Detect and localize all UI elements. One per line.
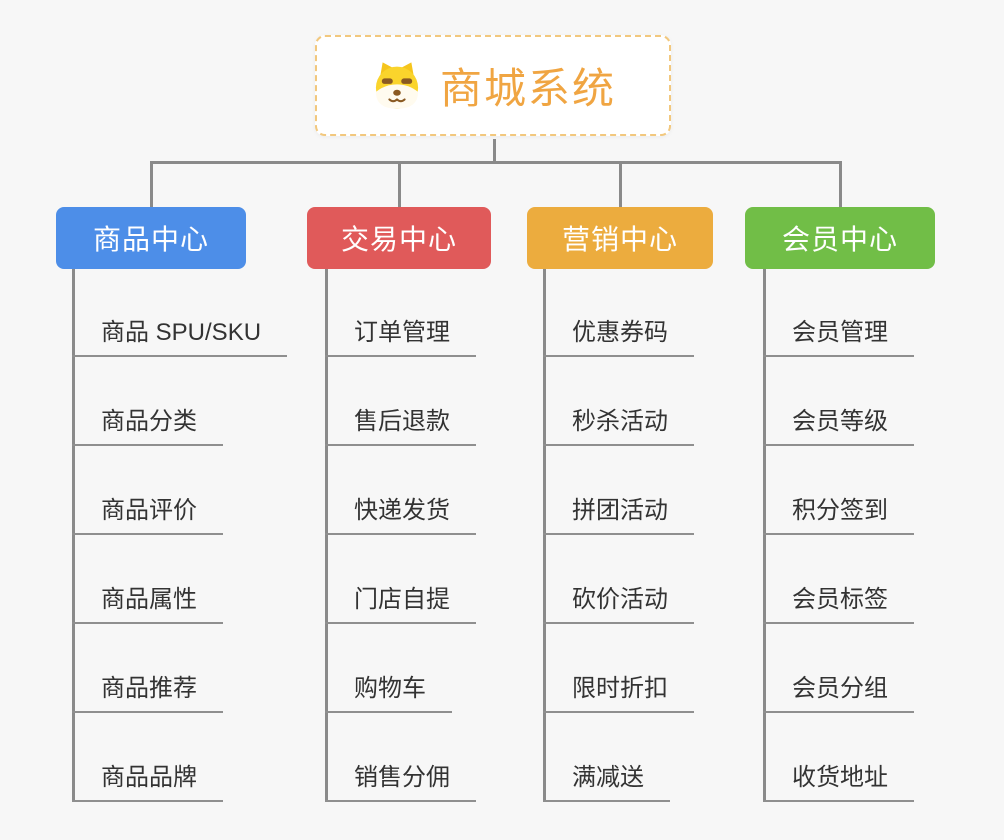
topic-node[interactable]: 积分签到 (763, 489, 914, 535)
branch-spine-connector-2 (325, 269, 328, 802)
branch-spine-connector-1 (72, 269, 75, 802)
topic-node[interactable]: 门店自提 (325, 578, 476, 624)
topic-node-label: 限时折扣 (572, 675, 668, 702)
topic-node-label: 商品属性 (101, 586, 197, 613)
topic-node-label: 购物车 (354, 675, 426, 702)
topic-node[interactable]: 限时折扣 (543, 667, 694, 713)
topic-node-label: 售后退款 (354, 408, 450, 435)
topic-node-label: 门店自提 (354, 586, 450, 613)
branch-header-3[interactable]: 营销中心 (527, 207, 713, 269)
topic-node[interactable]: 商品 SPU/SKU (72, 311, 288, 357)
branch-drop-connector-2 (397, 161, 401, 207)
branch-spine-connector-4 (763, 269, 766, 802)
branch-header-label: 交易中心 (340, 224, 457, 255)
topic-node[interactable]: 售后退款 (325, 400, 476, 446)
topic-node-label: 快递发货 (354, 497, 450, 524)
root-stem-connector (492, 139, 496, 164)
topic-node[interactable]: 商品评价 (72, 489, 223, 535)
topic-node[interactable]: 商品分类 (72, 400, 223, 446)
topic-node[interactable]: 满减送 (543, 756, 670, 802)
branch-rail-connector (149, 161, 842, 164)
branch-header-4[interactable]: 会员中心 (745, 207, 935, 269)
topic-node[interactable]: 收货地址 (763, 756, 914, 802)
topic-node-label: 会员标签 (792, 586, 888, 613)
topic-node[interactable]: 购物车 (325, 667, 452, 713)
topic-node[interactable]: 拼团活动 (543, 489, 694, 535)
topic-node-label: 优惠券码 (572, 319, 668, 346)
topic-node-label: 会员分组 (792, 675, 888, 702)
topic-node-label: 拼团活动 (572, 497, 668, 524)
topic-node[interactable]: 商品品牌 (72, 756, 223, 802)
topic-node-label: 商品分类 (101, 408, 197, 435)
topic-node-label: 商品评价 (101, 497, 197, 524)
topic-node-label: 商品推荐 (101, 675, 197, 702)
root-topic-label: 商城系统 (439, 65, 616, 112)
branch-header-1[interactable]: 商品中心 (56, 207, 246, 269)
topic-node-label: 积分签到 (792, 497, 888, 524)
topic-node-label: 商品 SPU/SKU (101, 319, 262, 346)
branch-header-label: 营销中心 (561, 224, 678, 255)
branch-header-2[interactable]: 交易中心 (307, 207, 491, 269)
dog-face-icon (370, 59, 424, 113)
topic-node[interactable]: 商品属性 (72, 578, 223, 624)
branch-drop-connector-3 (618, 161, 622, 207)
topic-node[interactable]: 会员等级 (763, 400, 914, 446)
topic-node-label: 会员等级 (792, 408, 888, 435)
topic-node-label: 会员管理 (792, 319, 888, 346)
topic-node-label: 收货地址 (792, 764, 888, 791)
topic-node-label: 销售分佣 (354, 764, 450, 791)
topic-node-label: 订单管理 (354, 319, 450, 346)
branch-drop-connector-1 (149, 161, 153, 207)
topic-node-label: 满减送 (572, 764, 644, 791)
branch-header-label: 商品中心 (92, 224, 209, 255)
topic-node[interactable]: 会员管理 (763, 311, 914, 357)
topic-node[interactable]: 秒杀活动 (543, 400, 694, 446)
topic-node-label: 商品品牌 (101, 764, 197, 791)
root-topic-node[interactable]: 商城系统 (315, 35, 671, 136)
branch-header-label: 会员中心 (781, 224, 898, 255)
branch-drop-connector-4 (838, 161, 842, 207)
topic-node[interactable]: 会员标签 (763, 578, 914, 624)
topic-node-label: 砍价活动 (572, 586, 668, 613)
topic-node[interactable]: 快递发货 (325, 489, 476, 535)
topic-node[interactable]: 会员分组 (763, 667, 914, 713)
topic-node[interactable]: 优惠券码 (543, 311, 694, 357)
topic-node-label: 秒杀活动 (572, 408, 668, 435)
topic-node[interactable]: 订单管理 (325, 311, 476, 357)
topic-node[interactable]: 销售分佣 (325, 756, 476, 802)
topic-node[interactable]: 砍价活动 (543, 578, 694, 624)
topic-node[interactable]: 商品推荐 (72, 667, 223, 713)
branch-spine-connector-3 (543, 269, 546, 802)
